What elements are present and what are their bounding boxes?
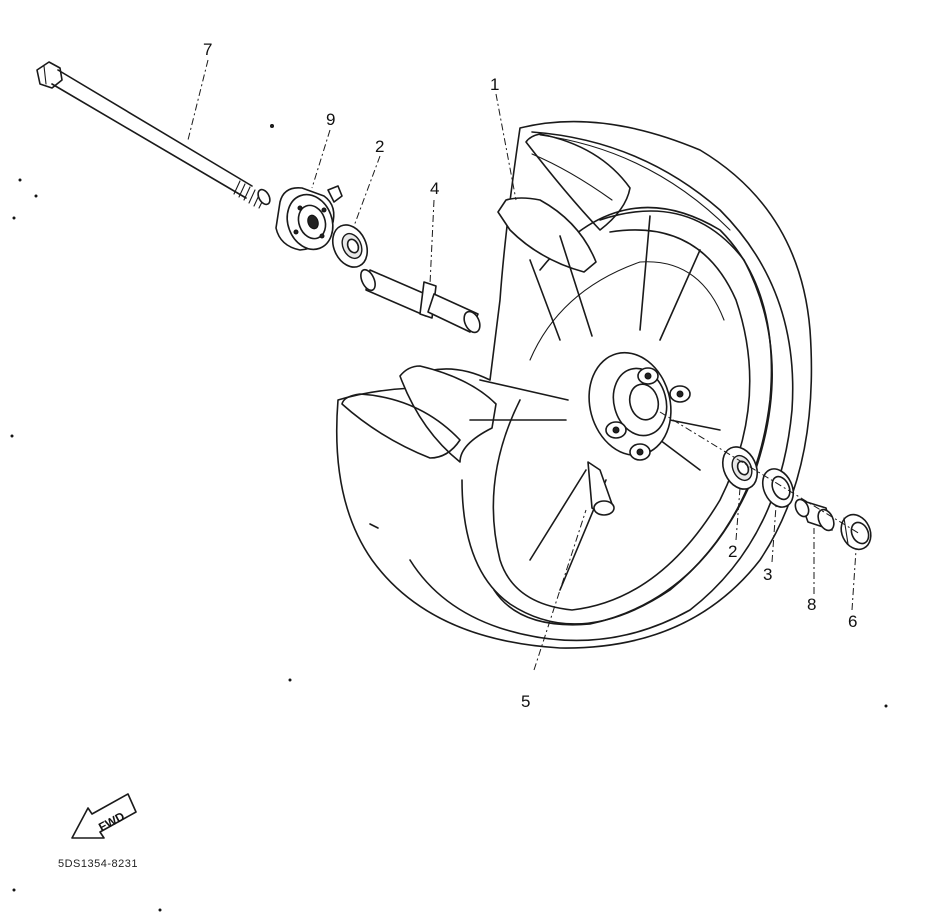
callout-9: 9	[326, 110, 335, 129]
bearing-lower	[721, 446, 759, 490]
callout-1: 1	[490, 75, 499, 94]
callout-5: 5	[521, 692, 530, 711]
leader-lines	[187, 59, 857, 671]
callout-4: 4	[430, 179, 439, 198]
callout-2-top: 2	[375, 137, 384, 156]
speedometer-gear-unit	[275, 185, 343, 251]
callout-6: 6	[848, 612, 857, 631]
spacer-collar	[360, 268, 481, 334]
bearing-upper	[331, 224, 369, 268]
callout-3: 3	[763, 565, 772, 584]
cast-wheel	[335, 120, 813, 649]
callout-7: 7	[203, 40, 212, 59]
callout-2-bottom: 2	[728, 542, 737, 561]
oil-seal	[761, 468, 795, 508]
axle-shaft	[36, 61, 271, 209]
collar-spacer-right	[794, 498, 835, 532]
drawing-code: 5DS1354-8231	[58, 858, 138, 870]
fwd-arrow-icon: FWD	[71, 793, 137, 839]
callout-8: 8	[807, 595, 816, 614]
scan-specks	[10, 124, 888, 912]
